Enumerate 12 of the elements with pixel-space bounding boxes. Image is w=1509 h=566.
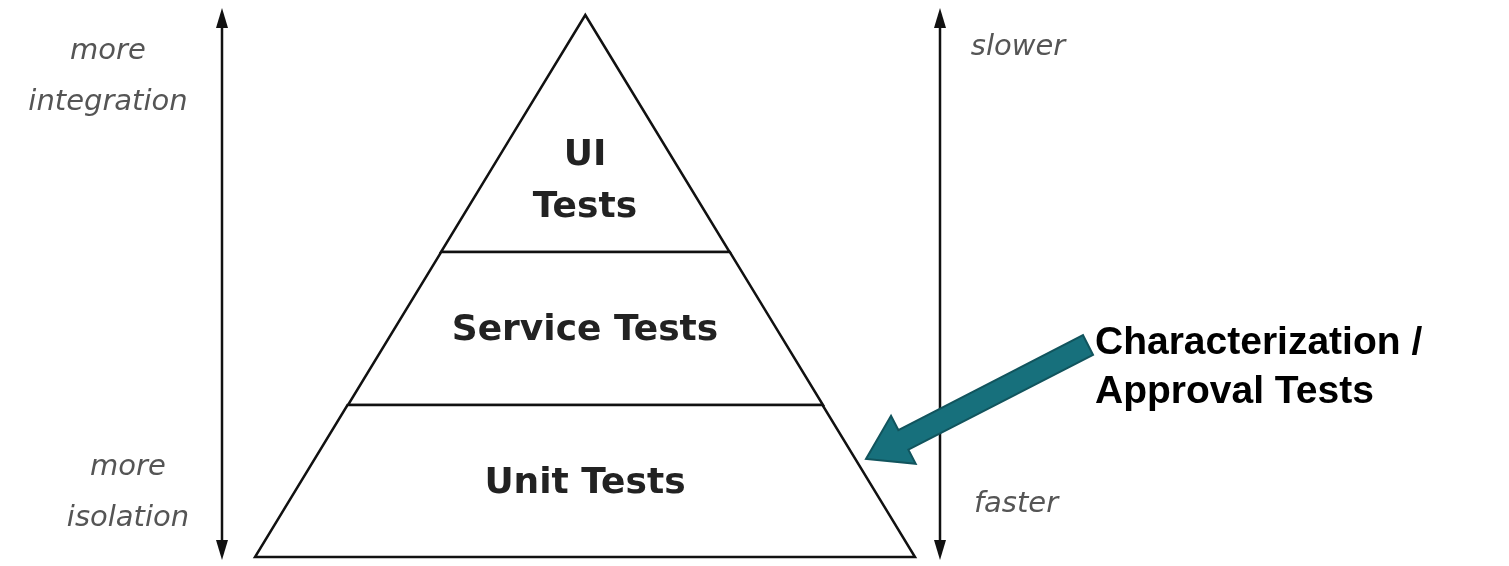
axis-label: faster <box>972 484 1061 521</box>
axis-label: slower <box>969 27 1068 64</box>
callout-text: Characterization / Approval Tests <box>1095 317 1507 422</box>
pyramid-layer <box>347 252 823 405</box>
layer-label: Service Tests <box>450 306 720 350</box>
layer-label: UI Tests <box>531 131 639 228</box>
pyramid-layer <box>255 405 915 557</box>
arrow <box>864 333 1095 465</box>
pyramid-layer <box>440 15 730 252</box>
layer-label: Unit Tests <box>483 459 687 503</box>
axis-label: more integration <box>27 31 189 119</box>
axis-label: more isolation <box>65 447 191 535</box>
